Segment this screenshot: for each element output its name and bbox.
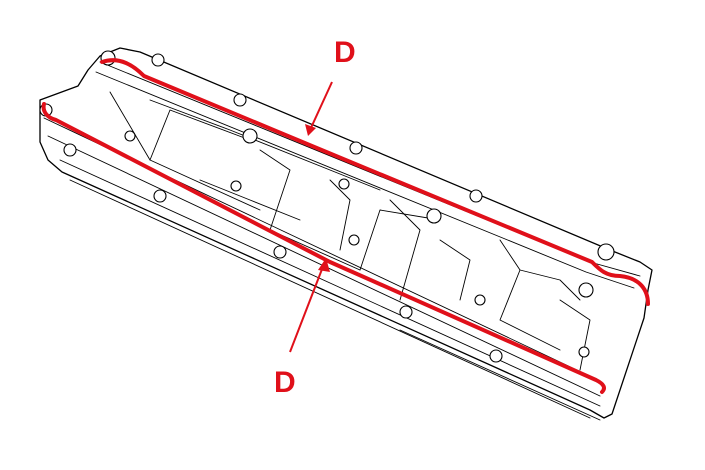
- bolt-boss: [348, 234, 360, 246]
- bolt-boss: [399, 305, 413, 319]
- bolt-boss: [474, 294, 486, 306]
- bolt-boss: [489, 349, 503, 363]
- bolt-boss: [578, 282, 594, 298]
- bolt-boss: [63, 143, 77, 157]
- bolt-boss: [426, 208, 442, 224]
- sealant-bead-upper: [100, 58, 650, 306]
- callout-leader-lower: [289, 263, 325, 353]
- callout-leaders: [289, 81, 333, 353]
- bolt-boss: [338, 178, 350, 190]
- callout-arrowhead-lower: [318, 258, 330, 272]
- bolt-boss: [273, 245, 287, 259]
- bolt-boss: [242, 128, 258, 144]
- callout-label-upper: D: [334, 36, 356, 69]
- bolt-boss: [578, 346, 590, 358]
- sealant-beads: [41, 58, 650, 394]
- bolt-boss: [151, 53, 165, 67]
- callout-leader-upper: [309, 81, 333, 131]
- bolt-boss: [233, 93, 247, 107]
- bolt-boss: [349, 141, 363, 155]
- callout-arrowhead-upper: [305, 124, 316, 136]
- bolt-boss: [124, 130, 136, 142]
- sealant-bead-lower: [41, 102, 606, 394]
- callout-label-lower: D: [274, 366, 296, 399]
- bolt-boss: [230, 180, 242, 192]
- bolt-boss: [469, 189, 483, 203]
- bolt-boss: [153, 189, 167, 203]
- bolt-boss: [597, 243, 615, 261]
- bolt-bosses: [39, 50, 615, 363]
